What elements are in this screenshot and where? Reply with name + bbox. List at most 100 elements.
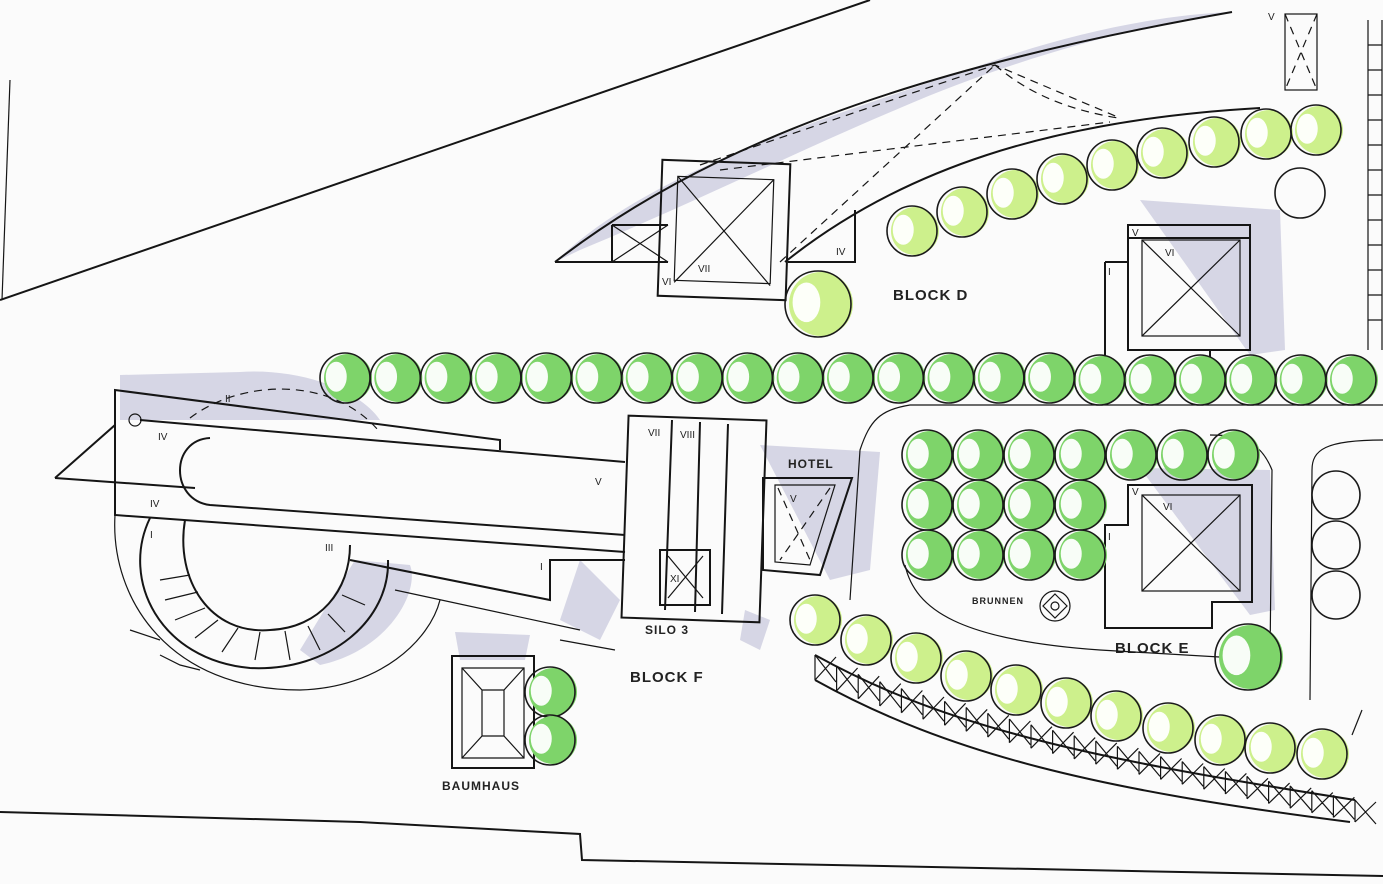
- tree: [1105, 429, 1158, 481]
- tree: [1086, 139, 1139, 191]
- floor-f-v: V: [595, 477, 602, 488]
- tree: [986, 168, 1039, 220]
- floor-e-top-side: I: [1108, 267, 1111, 278]
- tree: [1124, 354, 1177, 406]
- block-d: VII VI IV BLOCK D: [554, 11, 1261, 304]
- tree: [570, 352, 624, 404]
- floor-silo-viii: VIII: [680, 430, 695, 441]
- tree: [520, 352, 574, 404]
- trees: [319, 104, 1378, 780]
- label-silo: SILO 3: [645, 623, 689, 637]
- tree: [1194, 714, 1247, 766]
- tree: [1040, 677, 1093, 729]
- tree: [1023, 352, 1077, 404]
- tree: [1224, 354, 1278, 406]
- floor-f-i-right: I: [540, 562, 543, 573]
- shadow-layer: [120, 12, 1285, 665]
- floor-f-iv-top: IV: [158, 432, 168, 443]
- label-block-f: BLOCK F: [630, 669, 704, 686]
- tree: [1296, 728, 1349, 780]
- tree: [1311, 470, 1361, 520]
- top-right-structure: [1284, 13, 1318, 91]
- tree: [789, 594, 842, 646]
- parking-ticks: [1368, 44, 1382, 321]
- block-e-bottom: V VI I BLOCK E: [1104, 484, 1253, 657]
- floor-d-main: VII: [698, 264, 710, 275]
- tree: [1311, 520, 1361, 570]
- floor-f-iv-bottom: IV: [150, 499, 160, 510]
- tree: [1156, 429, 1209, 481]
- hotel: V HOTEL: [762, 457, 854, 577]
- block-e-top: V VI I: [1104, 224, 1251, 400]
- tree: [319, 352, 372, 404]
- floor-e-bot-main: VI: [1163, 502, 1172, 513]
- tree: [952, 429, 1005, 481]
- tree: [1073, 354, 1127, 406]
- tree: [671, 352, 725, 404]
- floor-d-side-left: VI: [662, 277, 671, 288]
- label-block-e: BLOCK E: [1115, 640, 1190, 657]
- tree: [952, 479, 1005, 531]
- tree: [784, 270, 853, 338]
- tree: [1054, 529, 1107, 581]
- tree: [1054, 429, 1107, 481]
- tree: [1174, 354, 1228, 406]
- tree: [1290, 104, 1343, 156]
- tree: [1240, 108, 1293, 160]
- tree: [922, 352, 976, 404]
- tree: [952, 529, 1005, 581]
- tree: [901, 429, 954, 481]
- hatched-hedge: [814, 654, 1377, 825]
- block-f: II IV IV I III V I BLOCK F: [54, 388, 704, 691]
- floor-e-bot-side: I: [1108, 532, 1111, 543]
- tree: [419, 352, 473, 404]
- tree: [840, 614, 893, 666]
- floor-silo-xi: XI: [670, 574, 679, 585]
- tree: [721, 352, 775, 404]
- tree: [771, 352, 825, 404]
- tree: [822, 352, 875, 404]
- tree: [940, 650, 993, 702]
- floor-d-side-right: IV: [836, 247, 846, 258]
- tree: [1188, 116, 1241, 168]
- tree: [872, 352, 926, 404]
- silo-3: VII VIII XI SILO 3: [620, 414, 768, 637]
- floor-e-top-corner: V: [1132, 228, 1139, 239]
- tree: [1036, 153, 1089, 205]
- tree: [1207, 429, 1260, 481]
- tree: [901, 529, 954, 581]
- brunnen: BRUNNEN: [972, 590, 1071, 622]
- floor-f-ii: II: [225, 394, 231, 405]
- tree: [1003, 429, 1056, 481]
- tree: [886, 205, 939, 257]
- tree: [1136, 127, 1189, 179]
- floor-silo-vii: VII: [648, 428, 660, 439]
- tree: [890, 632, 943, 684]
- tree: [1311, 570, 1361, 620]
- tree: [524, 666, 577, 718]
- tree: [1003, 479, 1056, 531]
- tree: [1274, 167, 1326, 219]
- tree: [1244, 722, 1297, 774]
- tree: [1142, 702, 1195, 754]
- baumhaus: BAUMHAUS: [442, 655, 535, 793]
- label-block-d: BLOCK D: [893, 287, 968, 304]
- tree: [1325, 354, 1378, 406]
- tree: [973, 352, 1026, 404]
- label-brunnen: BRUNNEN: [972, 596, 1024, 606]
- tree: [369, 352, 423, 404]
- floor-corner-v: V: [1268, 12, 1275, 23]
- floor-e-bot-corner: V: [1132, 487, 1139, 498]
- tree: [1003, 529, 1056, 581]
- floor-f-iii: III: [325, 543, 333, 554]
- tree: [936, 186, 989, 238]
- tree: [524, 714, 577, 766]
- tree: [470, 352, 523, 404]
- tree: [1054, 479, 1107, 531]
- block-d-tower: [656, 158, 792, 302]
- label-hotel: HOTEL: [788, 457, 834, 471]
- floor-hotel-v: V: [790, 494, 797, 505]
- floor-e-top-main: VI: [1165, 248, 1174, 259]
